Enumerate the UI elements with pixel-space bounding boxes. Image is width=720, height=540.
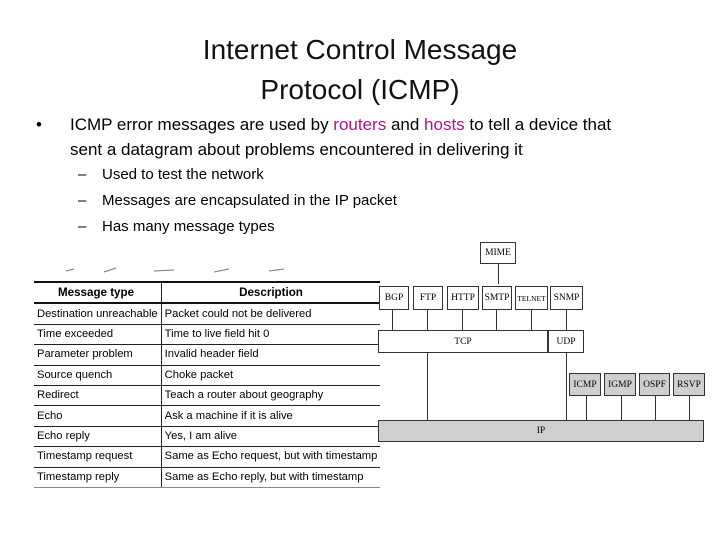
sub-dash: – <box>78 218 87 235</box>
bullet-dot: • <box>36 115 42 134</box>
app-protocol-box: BGP <box>379 286 409 310</box>
connector-line <box>586 396 587 420</box>
net-protocol-box: IGMP <box>604 373 636 396</box>
tcp-box: TCP <box>378 330 548 353</box>
bullet-text-part: to tell a device that <box>464 115 612 134</box>
net-protocol-box: OSPF <box>639 373 670 396</box>
header-description: Description <box>160 280 381 305</box>
message-type-cell: Echo reply <box>34 425 162 448</box>
ip-box: IP <box>378 420 704 442</box>
bullet-text-line-2: sent a datagram about problems encounter… <box>70 140 523 159</box>
message-type-cell: Redirect <box>34 384 162 407</box>
message-table: Message type Description Destination unr… <box>34 280 381 488</box>
description-cell: Time to live field hit 0 <box>160 323 381 346</box>
description-cell: Yes, I am alive <box>160 425 381 448</box>
description-cell: Invalid header field <box>160 344 381 366</box>
connector-line <box>621 396 622 420</box>
sub-dash: – <box>78 166 87 183</box>
description-cell: Same as Echo request, but with timestamp <box>160 446 381 468</box>
app-protocol-box: SMTP <box>482 286 512 310</box>
sub-bullet-text: Has many message types <box>102 218 275 235</box>
connector-line <box>496 310 497 330</box>
description-cell: Ask a machine if it is alive <box>160 405 381 427</box>
connector-line <box>655 396 656 420</box>
description-cell: Choke packet <box>160 364 381 386</box>
app-protocol-box: TELNET <box>515 286 548 310</box>
title-line-2: Protocol (ICMP) <box>260 74 460 105</box>
connector-line <box>566 353 567 420</box>
sub-bullet: –Used to test the network <box>78 165 264 185</box>
udp-box: UDP <box>548 330 584 353</box>
title-line-1: Internet Control Message <box>202 34 518 65</box>
highlight-hosts: hosts <box>424 115 465 134</box>
slide-title: Internet Control Message Protocol (ICMP) <box>0 30 720 110</box>
message-type-cell: Parameter problem <box>34 344 162 366</box>
net-protocol-box: RSVP <box>673 373 705 396</box>
main-bullet-text: ICMP error messages are used by routers … <box>70 112 670 162</box>
sub-bullet: –Messages are encapsulated in the IP pac… <box>78 191 397 211</box>
scan-artifact <box>65 267 285 273</box>
connector-line <box>498 264 499 284</box>
message-type-table: Message type Description Destination unr… <box>34 267 381 489</box>
table-header-row: Message type Description <box>34 280 381 305</box>
message-type-cell: Timestamp reply <box>34 466 162 488</box>
description-cell: Teach a router about geography <box>160 384 381 407</box>
mime-box: MIME <box>480 242 516 264</box>
connector-line <box>462 310 463 330</box>
connector-line <box>427 310 428 330</box>
message-type-cell: Timestamp request <box>34 446 162 468</box>
app-protocol-box: FTP <box>413 286 443 310</box>
connector-line <box>531 310 532 330</box>
connector-line <box>689 396 690 420</box>
bullet-text-part: ICMP error messages are used by <box>70 115 334 134</box>
net-protocol-box: ICMP <box>569 373 601 396</box>
sub-bullet-text: Used to test the network <box>102 166 264 183</box>
message-type-cell: Time exceeded <box>34 323 162 346</box>
app-protocol-box: HTTP <box>447 286 479 310</box>
app-protocol-box: SNMP <box>550 286 583 310</box>
message-type-cell: Source quench <box>34 364 162 386</box>
header-message-type: Message type <box>34 280 162 305</box>
description-cell: Same as Echo reply, but with timestamp <box>160 466 381 488</box>
sub-bullet-text: Messages are encapsulated in the IP pack… <box>102 192 397 209</box>
connector-line <box>392 310 393 330</box>
message-type-cell: Echo <box>34 405 162 427</box>
description-cell: Packet could not be delivered <box>160 302 381 325</box>
connector-line <box>427 353 428 420</box>
sub-bullet: –Has many message types <box>78 217 275 237</box>
sub-dash: – <box>78 192 87 209</box>
message-type-cell: Destination unreachable <box>34 302 162 325</box>
connector-line <box>566 310 567 330</box>
highlight-routers: routers <box>333 115 387 134</box>
bullet-text-part: and <box>386 115 425 134</box>
